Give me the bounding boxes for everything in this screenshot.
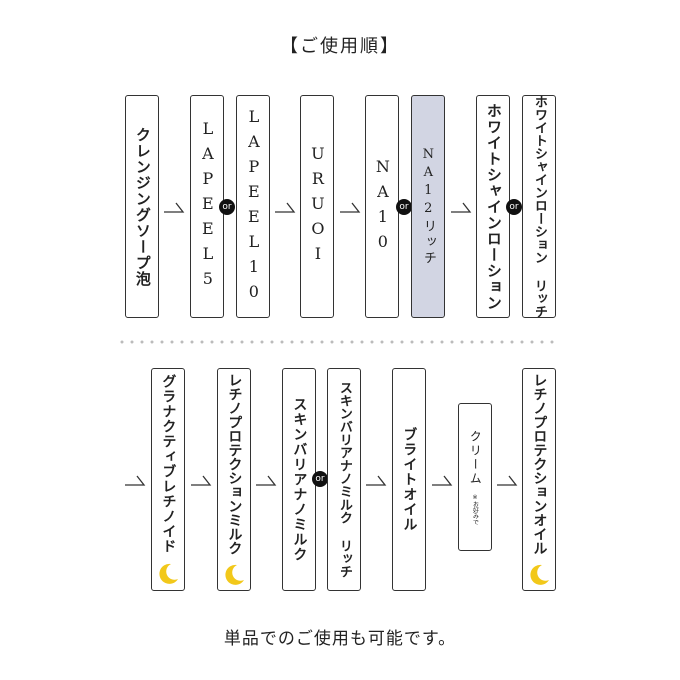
arrow-icon bbox=[451, 202, 472, 213]
step-label: LAPEEL5 bbox=[198, 119, 218, 294]
crescent-moon-icon bbox=[225, 564, 244, 585]
step-retino-protection-milk: レチノプロテクションミルク bbox=[217, 368, 251, 591]
step-label: NA12リッチ bbox=[420, 146, 436, 267]
or-badge: or bbox=[312, 471, 328, 487]
step-label: レチノプロテクションミルク bbox=[226, 372, 243, 555]
arrow-icon bbox=[256, 475, 277, 486]
arrow-icon bbox=[191, 475, 212, 486]
or-badge: or bbox=[396, 199, 412, 215]
step-label: スキンバリアナノミルク bbox=[291, 397, 308, 562]
step-white-shine-lotion: ホワイトシャインローション bbox=[476, 95, 510, 318]
step-cleansing-soap-foam: クレンジングソープ泡 bbox=[125, 95, 159, 318]
footer-note: 単品でのご使用も可能です。 bbox=[223, 629, 457, 649]
step-label: クリーム bbox=[468, 429, 483, 486]
step-skin-barrier-nano-milk: スキンバリアナノミルク bbox=[282, 368, 316, 591]
step-bright-oil: ブライトオイル bbox=[392, 368, 426, 591]
arrow-icon bbox=[497, 475, 518, 486]
step-la-peel-10: LAPEEL10 bbox=[236, 95, 270, 318]
step-skin-barrier-nano-milk-rich: スキンバリアナノミルク リッチ bbox=[327, 368, 361, 591]
arrow-icon bbox=[164, 202, 185, 213]
optional-note: ※お好みで bbox=[471, 493, 479, 525]
step-label: レチノプロテクションオイル bbox=[531, 372, 548, 555]
step-na12-rich: NA12リッチ bbox=[411, 95, 445, 318]
step-white-shine-lotion-rich: ホワイトシャインローション リッチ bbox=[522, 95, 556, 318]
arrow-icon bbox=[432, 475, 453, 486]
arrow-icon bbox=[275, 202, 296, 213]
step-label: スキンバリアナノミルク リッチ bbox=[336, 381, 352, 578]
or-badge: or bbox=[506, 199, 522, 215]
step-label: LAPEEL10 bbox=[244, 106, 264, 307]
step-na10: NA10 bbox=[365, 95, 399, 318]
step-label: ブライトオイル bbox=[401, 427, 418, 532]
arrow-icon bbox=[366, 475, 387, 486]
step-label: NA10 bbox=[373, 156, 393, 257]
crescent-moon-icon bbox=[159, 563, 178, 584]
page-title: 【ご使用順】 bbox=[280, 36, 400, 57]
step-granactive-retinoid: グラナクティブレチノイド bbox=[151, 368, 185, 591]
step-label: ホワイトシャインローション リッチ bbox=[531, 95, 547, 318]
or-badge: or bbox=[219, 199, 235, 215]
step-la-peel-5: LAPEEL5 bbox=[190, 95, 224, 318]
step-label: URUOI bbox=[308, 144, 328, 269]
dotted-divider bbox=[120, 340, 560, 344]
step-label: ホワイトシャインローション bbox=[484, 102, 503, 311]
step-uruoi: URUOI bbox=[300, 95, 334, 318]
arrow-icon bbox=[125, 475, 146, 486]
step-label: クレンジングソープ泡 bbox=[133, 126, 152, 287]
step-label: グラナクティブレチノイド bbox=[160, 373, 177, 554]
arrow-icon bbox=[340, 202, 361, 213]
step-retino-protection-oil: レチノプロテクションオイル bbox=[522, 368, 556, 591]
crescent-moon-icon bbox=[530, 564, 549, 585]
step-cream: クリーム ※お好みで bbox=[458, 403, 492, 551]
